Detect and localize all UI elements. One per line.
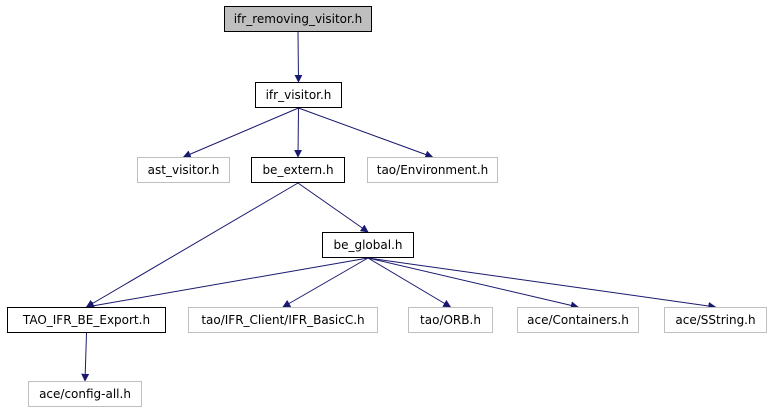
node-be-extern[interactable]: be_extern.h xyxy=(251,157,345,183)
edge-ifr_visitor-to-ast_visitor xyxy=(182,107,299,158)
edge-be_global-to-ace_containers xyxy=(367,257,579,310)
edge-be_global-to-ace_sstring xyxy=(367,257,717,310)
node-ast-visitor: ast_visitor.h xyxy=(137,157,230,183)
edge-be_extern-to-tao_ifr_be_export xyxy=(85,182,299,308)
node-tao-orb: tao/ORB.h xyxy=(408,307,493,333)
edge-be_global-to-tao_orb xyxy=(367,257,452,308)
node-ifr-removing-visitor: ifr_removing_visitor.h xyxy=(224,6,372,32)
node-ace-sstring: ace/SString.h xyxy=(664,307,767,333)
edge-be_global-to-tao_ifr_client_basicc xyxy=(282,257,369,308)
edge-tao_ifr_be_export-to-ace_config_all xyxy=(81,332,90,382)
node-be-global[interactable]: be_global.h xyxy=(322,232,414,258)
edge-ifr_removing_visitor-to-ifr_visitor xyxy=(294,31,303,83)
node-tao-ifr-client-basicc: tao/IFR_Client/IFR_BasicC.h xyxy=(188,307,378,333)
edge-be_extern-to-be_global xyxy=(297,182,369,233)
node-tao-ifr-be-export[interactable]: TAO_IFR_BE_Export.h xyxy=(7,307,166,333)
edge-ifr_visitor-to-tao_environment xyxy=(298,107,434,159)
edge-ifr_visitor-to-be_extern xyxy=(294,107,303,158)
node-ifr-visitor[interactable]: ifr_visitor.h xyxy=(255,82,342,108)
edge-be_global-to-tao_ifr_be_export xyxy=(85,257,369,310)
node-tao-environment: tao/Environment.h xyxy=(367,157,498,183)
node-ace-containers: ace/Containers.h xyxy=(517,307,639,333)
node-ace-config-all: ace/config-all.h xyxy=(28,381,142,407)
